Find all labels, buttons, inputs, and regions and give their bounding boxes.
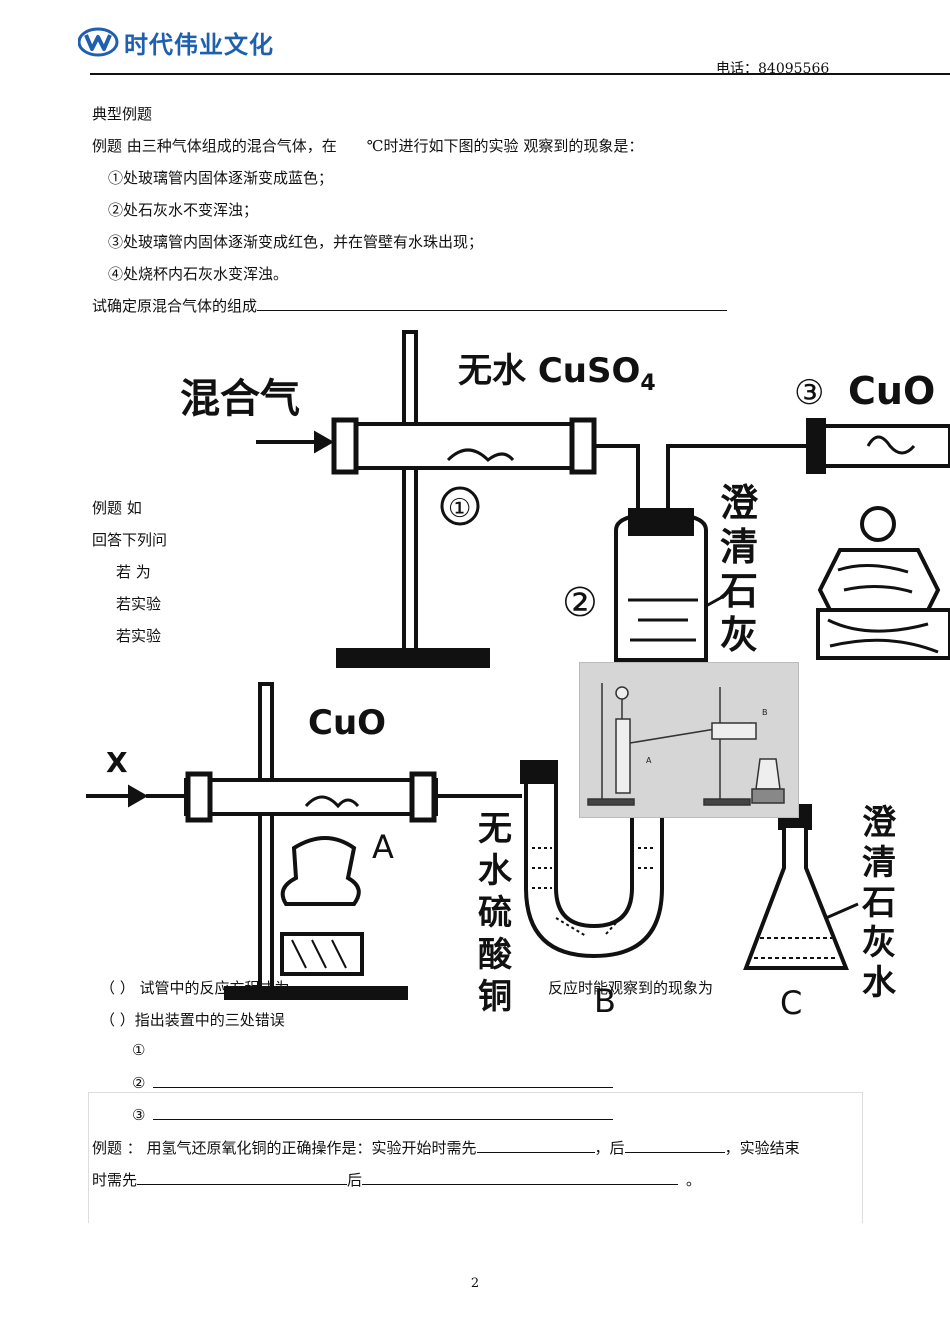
- observation-1: ①处玻璃管内固体逐渐变成蓝色；: [108, 169, 334, 187]
- figure1-gas-label: 混合气: [180, 376, 300, 422]
- figure1-cuso4-label: 无水 CuSO4: [458, 351, 656, 396]
- figure2-cuso4-5: 铜: [478, 977, 512, 1017]
- inset-label-b: B: [762, 708, 768, 717]
- page-number: 2: [470, 1276, 480, 1291]
- example1-intro-b: ℃时进行如下图的实验 观察到的现象是：: [366, 137, 644, 155]
- example3-q1-a: （ ） 试管中的反应方程式为: [100, 979, 290, 997]
- error-3: ③: [132, 1105, 614, 1124]
- example3-q1: （ ） 试管中的反应方程式为: [100, 977, 342, 998]
- figure1-label-3: ③: [794, 373, 824, 413]
- example2-line4: 若实验: [116, 595, 162, 613]
- figure-inset-distillation: A B: [579, 662, 799, 818]
- figure2-limewater-2: 清: [862, 843, 896, 883]
- example1-question: 试确定原混合气体的组成: [92, 295, 728, 316]
- section-title: 典型例题: [92, 105, 153, 123]
- answer-box-frame: [88, 1092, 863, 1223]
- answer-blank: [257, 296, 728, 311]
- answer-blank: [153, 1073, 614, 1088]
- figure1-limewater-2: 清: [720, 525, 758, 569]
- example1-intro-a: 例题 由三种气体组成的混合气体，在: [92, 137, 337, 155]
- header-rule: [90, 73, 950, 75]
- example2-line3: 若 为: [116, 563, 151, 581]
- figure2-label-b: B: [594, 982, 616, 1020]
- figure1-limewater-1: 澄: [720, 481, 759, 525]
- figure2-cuso4-3: 硫: [478, 893, 512, 933]
- example2-line1: 例题 如: [92, 499, 142, 517]
- figure2-limewater-3: 石: [861, 883, 896, 923]
- error-3-label: ③: [132, 1106, 146, 1124]
- figure1-cuo-label: CuO: [848, 369, 935, 413]
- figure1-label-1: ①: [448, 494, 471, 524]
- brand-logo-icon: [78, 27, 119, 57]
- example4-line2-a: 时需先: [92, 1171, 138, 1189]
- answer-blank: [291, 978, 342, 993]
- brand-name: 时代伟业文化: [124, 30, 274, 59]
- example4-line2: 时需先 后 。: [92, 1169, 701, 1190]
- error-1: ①: [132, 1041, 146, 1059]
- figure2-limewater-1: 澄: [862, 803, 897, 843]
- example2-line2: 回答下列问: [92, 531, 168, 549]
- answer-blank: [362, 1170, 679, 1185]
- example4-line1-c: ，实验结束: [724, 1139, 800, 1157]
- example4-line2-c: 。: [686, 1171, 702, 1189]
- example4-line1: 例题 ： 用氢气还原氧化铜的正确操作是：实验开始时需先 ，后 ，实验结束: [92, 1137, 800, 1158]
- figure2-cuso4-1: 无: [478, 809, 512, 849]
- observation-3: ③处玻璃管内固体逐渐变成红色，并在管壁有水珠出现；: [108, 233, 484, 251]
- figure2-label-a: A: [372, 828, 394, 866]
- figure2-label-c: C: [780, 984, 802, 1020]
- answer-blank: [624, 1138, 725, 1153]
- error-2: ②: [132, 1073, 614, 1092]
- figure2-cuo-label: CuO: [308, 703, 386, 743]
- figure1-limewater-3: 石: [720, 569, 758, 613]
- answer-blank: [137, 1170, 348, 1185]
- figure2-gas-label: X: [106, 746, 128, 779]
- figure1-label-2: ②: [562, 580, 598, 626]
- brand-logo: 时代伟业文化: [78, 26, 274, 59]
- error-2-label: ②: [132, 1074, 146, 1092]
- example3-q1b: 反应时能观察到的现象为: [548, 979, 714, 997]
- example4-line1-a: 例题 ： 用氢气还原氧化铜的正确操作是：实验开始时需先: [92, 1139, 477, 1157]
- figure2-limewater-4: 灰: [862, 923, 896, 963]
- phone-number: 电话：84095566: [716, 61, 830, 77]
- figure2-cuso4-4: 酸: [478, 935, 513, 975]
- figure-apparatus-1: 混合气 无水 CuSO4 ① ② 澄 清 石 灰 ③ CuO: [168, 320, 950, 668]
- answer-blank: [476, 1138, 595, 1153]
- example4-line2-b: 后: [347, 1171, 363, 1189]
- figure2-cuso4-2: 水: [478, 851, 513, 891]
- figure1-limewater-4: 灰: [720, 613, 758, 657]
- example3-q2: （ ）指出装置中的三处错误: [100, 1011, 285, 1029]
- example2-line5: 若实验: [116, 627, 162, 645]
- observation-4: ④处烧杯内石灰水变浑浊。: [108, 265, 289, 283]
- example4-line1-b: ，后: [594, 1139, 625, 1157]
- figure2-limewater-5: 水: [862, 963, 897, 1003]
- example1-question-text: 试确定原混合气体的组成: [92, 297, 258, 315]
- answer-blank: [153, 1105, 614, 1120]
- inset-label-a: A: [646, 756, 652, 765]
- example1-intro: 例题 由三种气体组成的混合气体，在 ℃时进行如下图的实验 观察到的现象是：: [92, 135, 643, 156]
- observation-2: ②处石灰水不变浑浊；: [108, 201, 259, 219]
